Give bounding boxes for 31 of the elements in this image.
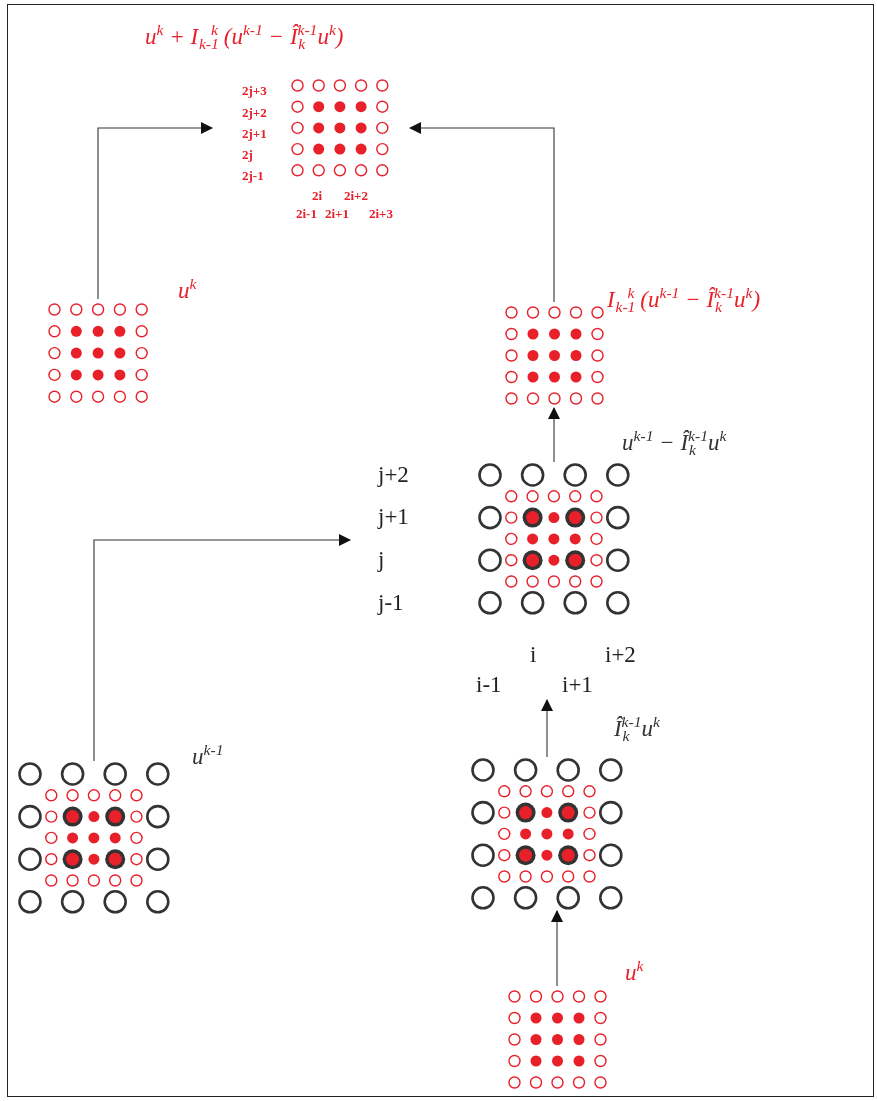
index-label: j <box>378 548 385 571</box>
formula-label: u$^{k-1}$ − Î$_{k}$$^{k-1}$u$^{k}$ <box>622 428 727 458</box>
grid-index-label: 2i+3 <box>369 207 394 220</box>
arrow <box>548 407 560 463</box>
index-label: j-1 <box>378 591 404 614</box>
arrow <box>551 910 563 987</box>
grid-index-label: 2i+1 <box>325 207 350 220</box>
grid-index-label: 2j <box>242 148 253 161</box>
index-label: i+1 <box>562 673 593 696</box>
index-label: j+1 <box>378 505 409 528</box>
arrow <box>97 122 213 300</box>
grid-index-label: 2i+2 <box>344 189 369 202</box>
index-label: i+2 <box>605 643 636 666</box>
arrow <box>93 534 351 762</box>
arrow <box>409 122 555 303</box>
arrow <box>541 699 553 758</box>
formula-label: u$^{k-1}$ <box>192 742 224 768</box>
formula-label: u$^{k}$ + I$_{k-1}$$^{k}$ (u$^{k-1}$ − Î$_{k}$$^{k-1}$u$^{k}$) <box>145 22 344 52</box>
grid-index-label: 2j+2 <box>242 106 267 119</box>
index-label: i-1 <box>476 673 502 696</box>
index-label: j+2 <box>378 463 409 486</box>
formula-label: I$_{k-1}$$^{k}$ (u$^{k-1}$ − Î$_{k}$$^{k-1}$u$^{k}$) <box>607 285 761 315</box>
grid-index-label: 2j-1 <box>242 169 264 182</box>
formula-label: u$^{k}$ <box>178 276 197 302</box>
index-label: i <box>530 643 537 666</box>
formula-label: Î$_{k}$$^{k-1}$u$^{k}$ <box>614 714 660 744</box>
formula-label: u$^{k}$ <box>625 958 644 984</box>
grid-index-label: 2j+3 <box>242 84 267 97</box>
grid-index-label: 2i-1 <box>296 207 317 220</box>
grid-index-label: 2j+1 <box>242 127 267 140</box>
grid-index-label: 2i <box>312 189 323 202</box>
